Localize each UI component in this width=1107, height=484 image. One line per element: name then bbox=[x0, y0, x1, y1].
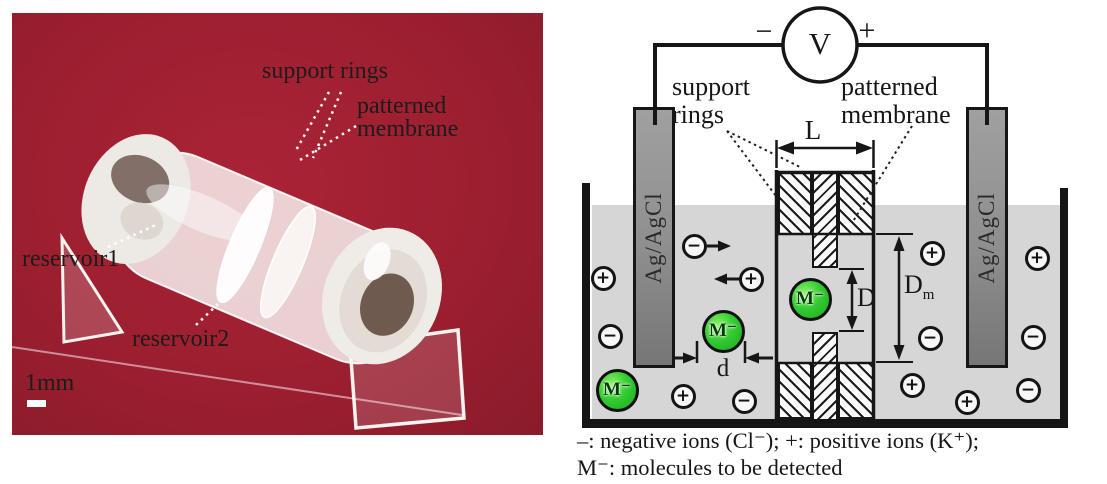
leader-support-ring-1 bbox=[293, 91, 331, 153]
negative-ion: − bbox=[597, 323, 623, 349]
positive-ion: + bbox=[738, 266, 764, 292]
reservoir1-opening bbox=[81, 134, 191, 264]
negative-ion: − bbox=[1015, 377, 1041, 403]
voltmeter-plus-terminal: + bbox=[858, 14, 876, 47]
wire-left bbox=[653, 43, 783, 125]
dimension-label-Dm-main: D bbox=[904, 270, 923, 299]
molecule-marker: M⁻ bbox=[788, 277, 832, 321]
dimension-label-Dm-sub: m bbox=[922, 287, 935, 303]
highlight bbox=[146, 184, 258, 242]
negative-ion: − bbox=[681, 233, 707, 259]
wire-right bbox=[857, 43, 989, 125]
negative-ion: − bbox=[1020, 324, 1046, 350]
left-flange-shape bbox=[60, 232, 125, 344]
positive-ion: + bbox=[954, 389, 980, 415]
leader-reservoir1 bbox=[107, 222, 159, 249]
reservoir2-opening bbox=[322, 227, 442, 365]
support-ring-block-bottom-left bbox=[778, 362, 812, 419]
caption-line-2: M⁻: molecules to be detected bbox=[577, 455, 843, 480]
flange-inner-edge bbox=[12, 346, 463, 416]
membrane-structure-outline bbox=[774, 170, 876, 419]
schematic-leader-lines bbox=[726, 125, 913, 224]
leader-support-rings-b bbox=[726, 130, 777, 197]
leader-reservoir2 bbox=[195, 282, 241, 326]
membrane-strip-lower bbox=[812, 332, 838, 419]
molecule-marker: M⁻ bbox=[701, 309, 745, 353]
positive-ion: + bbox=[919, 240, 945, 266]
ion-motion-arrows bbox=[707, 240, 740, 285]
voltmeter-circle bbox=[781, 6, 859, 84]
tank-wall-bottom bbox=[582, 419, 1068, 428]
dimension-label-d: d bbox=[716, 355, 730, 382]
dimension-Dm bbox=[876, 233, 913, 363]
photo-device-artwork bbox=[12, 91, 466, 430]
dimension-D bbox=[839, 268, 864, 332]
dimension-d bbox=[675, 341, 773, 364]
photo-leader-lines bbox=[107, 91, 357, 326]
schematic-label-support-rings: support rings bbox=[672, 72, 750, 129]
membrane-strip-upper bbox=[812, 171, 838, 268]
support-ring-block-bottom-right bbox=[838, 362, 874, 419]
voltmeter-label: V bbox=[808, 26, 832, 61]
photo-label-reservoir1: reservoir1 bbox=[22, 246, 120, 272]
dimension-label-D: D bbox=[857, 283, 876, 312]
electrode-right-agagcl: Ag/AgCl bbox=[966, 107, 1008, 368]
leader-support-rings-a bbox=[726, 130, 801, 168]
schematic-label-patterned-membrane: patterned membrane bbox=[841, 72, 951, 129]
negative-ion: − bbox=[731, 388, 757, 414]
positive-ion: + bbox=[670, 383, 696, 409]
caption-line-1: –: negative ions (Cl⁻); +: positive ions… bbox=[577, 428, 980, 453]
dimension-label-Dm: Dm bbox=[904, 270, 934, 304]
photo-label-scale: 1mm bbox=[25, 370, 75, 396]
tank-wall-left bbox=[582, 183, 590, 428]
support-rings-shape bbox=[216, 186, 316, 319]
photo-label-patterned-membrane: patterned membrane bbox=[357, 93, 459, 142]
dimension-label-L: L bbox=[804, 115, 822, 145]
photo-label-support-rings: support rings bbox=[262, 58, 388, 84]
molecule-marker: M⁻ bbox=[595, 368, 639, 412]
tank-wall-right bbox=[1060, 188, 1068, 428]
positive-ion: + bbox=[1024, 245, 1050, 271]
electrode-left-agagcl: Ag/AgCl bbox=[633, 107, 675, 368]
positive-ion: + bbox=[590, 265, 616, 291]
negative-ion: − bbox=[917, 325, 943, 351]
leader-support-ring-2 bbox=[311, 91, 343, 159]
voltmeter-minus-terminal: − bbox=[755, 15, 773, 48]
positive-ion: + bbox=[899, 372, 925, 398]
device-photograph: support rings patterned membrane reservo… bbox=[12, 13, 543, 435]
scale-bar bbox=[27, 400, 46, 407]
photo-label-reservoir2: reservoir2 bbox=[132, 326, 230, 352]
dimension-L bbox=[775, 140, 875, 168]
leader-patterned-membrane bbox=[851, 125, 913, 224]
